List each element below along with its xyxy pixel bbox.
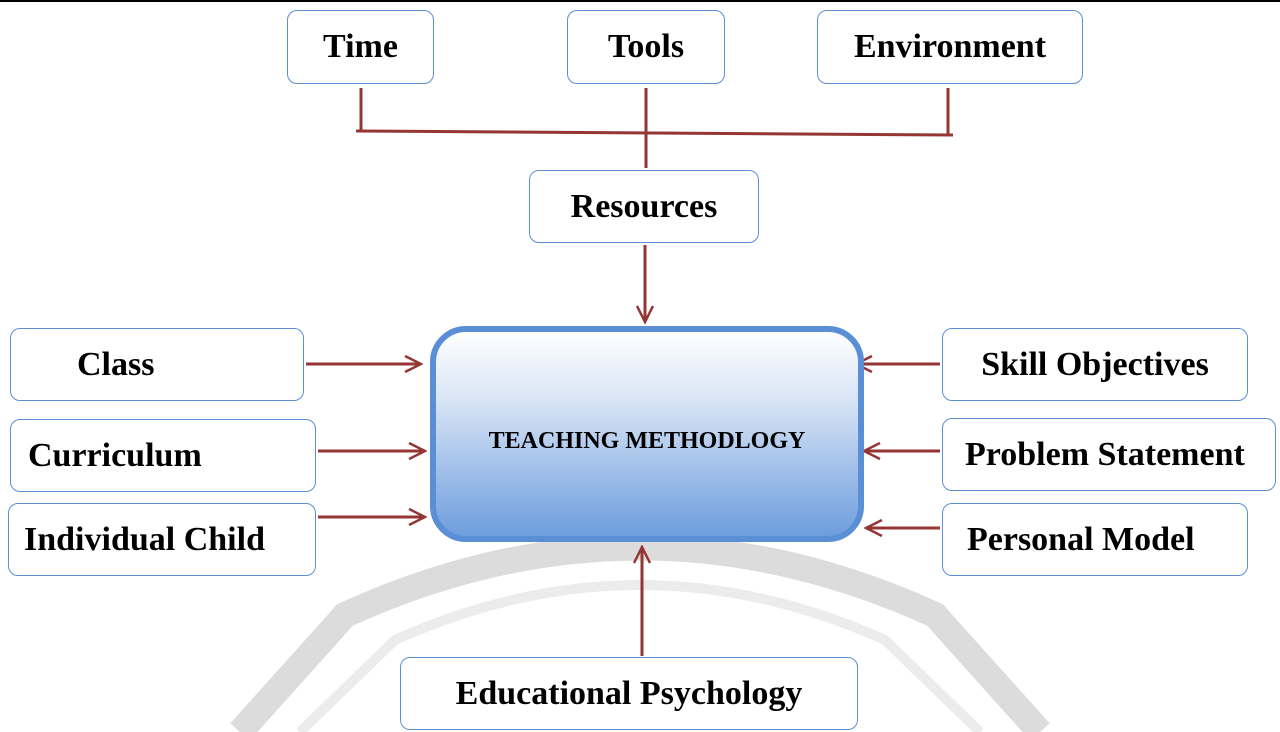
- individual-child-label: Individual Child: [24, 520, 265, 558]
- skill-objectives-box: Skill Objectives: [942, 328, 1248, 401]
- top-rule: [0, 0, 1280, 2]
- skill-objectives-label: Skill Objectives: [981, 345, 1209, 383]
- environment-box: Environment: [817, 10, 1083, 84]
- curriculum-label: Curriculum: [28, 436, 202, 474]
- personal-model-label: Personal Model: [967, 520, 1195, 558]
- time-label: Time: [323, 28, 398, 65]
- resources-label: Resources: [570, 187, 718, 225]
- class-box: Class: [10, 328, 304, 401]
- problem-statement-box: Problem Statement: [942, 418, 1276, 491]
- environment-label: Environment: [853, 28, 1047, 65]
- teaching-methodology-label: TEACHING METHODLOGY: [488, 428, 806, 454]
- educational-psychology-box: Educational Psychology: [400, 657, 858, 730]
- personal-model-box: Personal Model: [942, 503, 1248, 576]
- curriculum-box: Curriculum: [10, 419, 316, 492]
- teaching-methodology-box: TEACHING METHODLOGY: [430, 326, 864, 542]
- individual-child-box: Individual Child: [8, 503, 316, 576]
- class-label: Class: [77, 345, 155, 383]
- tools-label: Tools: [607, 28, 685, 65]
- tools-box: Tools: [567, 10, 725, 84]
- time-box: Time: [287, 10, 434, 84]
- connector-top-bar: [355, 129, 954, 137]
- problem-statement-label: Problem Statement: [965, 435, 1245, 473]
- resources-box: Resources: [529, 170, 759, 243]
- educational-psychology-label: Educational Psychology: [455, 674, 803, 712]
